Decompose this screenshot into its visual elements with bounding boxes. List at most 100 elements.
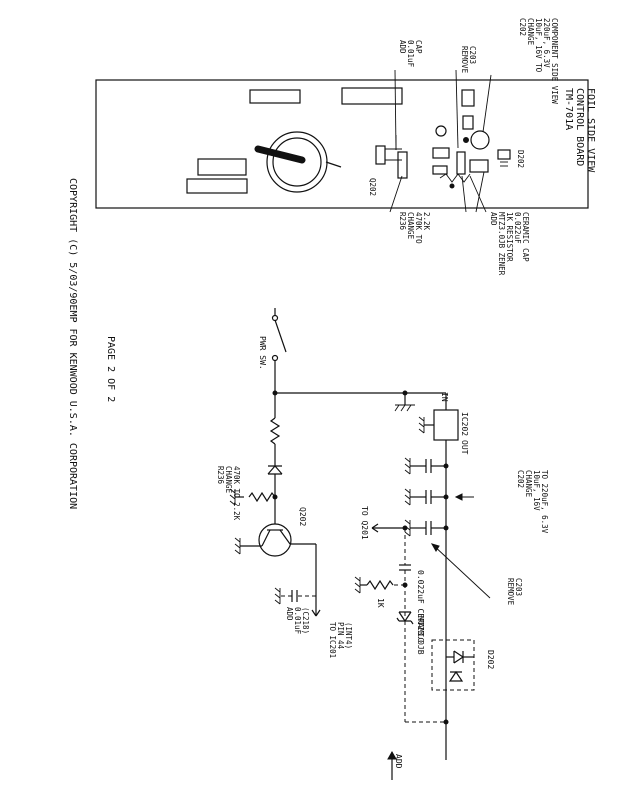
q202-emitter bbox=[261, 529, 271, 547]
note-line: R236 bbox=[398, 212, 407, 231]
d202-text: D202 bbox=[486, 650, 495, 669]
board-title-line: CONTROL BOARD bbox=[574, 88, 585, 166]
note-line: CAP bbox=[414, 40, 423, 54]
page-number: PAGE 2 OF 2 bbox=[105, 336, 116, 402]
to-q201-text: TO Q201 bbox=[360, 506, 369, 540]
leader-line bbox=[475, 171, 485, 213]
leader-line bbox=[461, 175, 467, 213]
note-line: 470K TO bbox=[414, 212, 423, 244]
copyright-footer: COPYRIGHT (C) 5/03/90EMP FOR KENWOOD U.S… bbox=[67, 178, 78, 509]
board-part-rect bbox=[461, 89, 475, 107]
note-line: MTZ3.0JB ZENER bbox=[497, 212, 506, 276]
board-title-line: FOIL SIDE VIEW bbox=[585, 88, 596, 173]
note-line: ADD bbox=[398, 40, 407, 54]
pwr-sw-text: PWR SW. bbox=[258, 336, 267, 370]
in-label: IN bbox=[440, 392, 449, 402]
note-line: (C218) bbox=[301, 607, 310, 634]
note-line: 0.022uF bbox=[513, 212, 522, 244]
ic202-text: IC202 bbox=[460, 412, 469, 436]
pwr-sw-terminal bbox=[271, 354, 279, 362]
board-resistor bbox=[397, 151, 408, 179]
board-outline bbox=[95, 79, 589, 209]
note-remove-c203-board: REMOVE C203 bbox=[460, 46, 477, 74]
note-line: 470K TO 2.2K bbox=[232, 466, 241, 521]
cap-note: 0.022uF CERAMIC bbox=[416, 570, 425, 642]
board-part-rect bbox=[186, 178, 248, 194]
board-part-rect bbox=[432, 147, 450, 159]
q202-label: Q202 bbox=[298, 507, 307, 526]
control-board-drawing: TM-701A CONTROL BOARD FOIL SIDE VIEW D20… bbox=[95, 79, 596, 209]
note-line: CERAMIC CAP bbox=[521, 212, 530, 262]
note-line: TO IC201 bbox=[328, 622, 337, 658]
leader-line bbox=[482, 74, 492, 133]
note-line: COMPONENT SIDE VIEW bbox=[550, 18, 559, 104]
schematic: PWR SW. IN IC202 OUT bbox=[216, 308, 549, 780]
out-text: OUT bbox=[460, 440, 469, 455]
ic202-label: IC202 bbox=[460, 412, 469, 436]
note-line: REMOVE bbox=[460, 46, 469, 74]
board-part-rect bbox=[249, 89, 301, 104]
arrow-head bbox=[387, 750, 397, 760]
arrow-head bbox=[430, 543, 440, 552]
board-resistor-zigzag bbox=[439, 173, 471, 183]
ground-symbol bbox=[404, 488, 411, 506]
c-output-caps bbox=[404, 457, 449, 537]
ground-symbol bbox=[354, 576, 361, 594]
d202-diode-b bbox=[448, 670, 464, 682]
board-pad bbox=[449, 183, 455, 189]
board-part-rect bbox=[197, 158, 247, 176]
note-line: ADD bbox=[489, 212, 498, 226]
note-line: CHANGE bbox=[224, 466, 233, 494]
board-part-rect bbox=[432, 165, 448, 175]
c218-note: ADD 0.01uF (C218) bbox=[285, 607, 310, 635]
note-line: REMOVE bbox=[506, 578, 515, 606]
note-line: R236 bbox=[216, 466, 225, 485]
remove-c203-note: REMOVE C203 bbox=[506, 578, 523, 606]
note-line: C202 bbox=[518, 18, 527, 36]
copyright-text: COPYRIGHT (C) 5/03/90EMP FOR KENWOOD U.S… bbox=[67, 178, 78, 509]
board-d202-label: D202 bbox=[516, 150, 525, 168]
note-c202-board: C202 CHANGE 10uF, 16V TO 220uF, 6.3V COM… bbox=[518, 18, 559, 104]
pwr-sw-terminal bbox=[271, 314, 279, 322]
remove-c203-pointer bbox=[431, 543, 491, 599]
note-line: C203 bbox=[468, 46, 477, 64]
board-part-rect bbox=[462, 115, 474, 130]
ground-symbol bbox=[234, 537, 241, 555]
board-capacitor bbox=[375, 145, 386, 165]
d202-label: D202 bbox=[516, 150, 525, 168]
q202-transistor bbox=[258, 523, 292, 557]
add-label: ADD bbox=[394, 754, 403, 769]
resistor-1k-label: 1K bbox=[376, 598, 385, 608]
r236-note: R236 CHANGE 470K TO 2.2K bbox=[216, 466, 241, 521]
note-line: ADD bbox=[285, 607, 294, 621]
note-line: PIN 44 bbox=[336, 622, 345, 650]
note-line: TO 220uF, 6.3V bbox=[540, 470, 549, 534]
arrow-head bbox=[311, 609, 321, 617]
page-number-text: PAGE 2 OF 2 bbox=[105, 336, 116, 402]
leader-line bbox=[469, 175, 487, 213]
knob-tab bbox=[325, 161, 342, 168]
resistor-series bbox=[269, 417, 281, 445]
arrow-head bbox=[371, 523, 379, 533]
d202-board-part bbox=[497, 149, 511, 160]
note-line: 2.2K bbox=[422, 212, 431, 231]
r236-resistor bbox=[248, 491, 276, 503]
note-line: 0.01uF bbox=[293, 607, 302, 635]
d202-package bbox=[431, 639, 475, 691]
in-text: IN bbox=[440, 392, 449, 402]
board-pad bbox=[435, 125, 447, 137]
to-q201-label: TO Q201 bbox=[360, 506, 369, 540]
board-part-rect bbox=[341, 87, 403, 105]
note-line: CHANGE bbox=[406, 212, 415, 240]
board-title-line: TM-701A bbox=[563, 88, 574, 130]
board-title: TM-701A CONTROL BOARD FOIL SIDE VIEW bbox=[563, 88, 596, 173]
d202-label: D202 bbox=[486, 650, 495, 669]
c202-component-circle bbox=[470, 130, 490, 150]
note-line: 0.01uF bbox=[406, 40, 415, 68]
leader-line bbox=[389, 175, 403, 213]
board-part-rect bbox=[469, 159, 489, 173]
ground-symbol bbox=[404, 519, 411, 537]
note-line: 10uF, 16V TO bbox=[534, 18, 543, 73]
q202-label: Q202 bbox=[368, 178, 377, 196]
